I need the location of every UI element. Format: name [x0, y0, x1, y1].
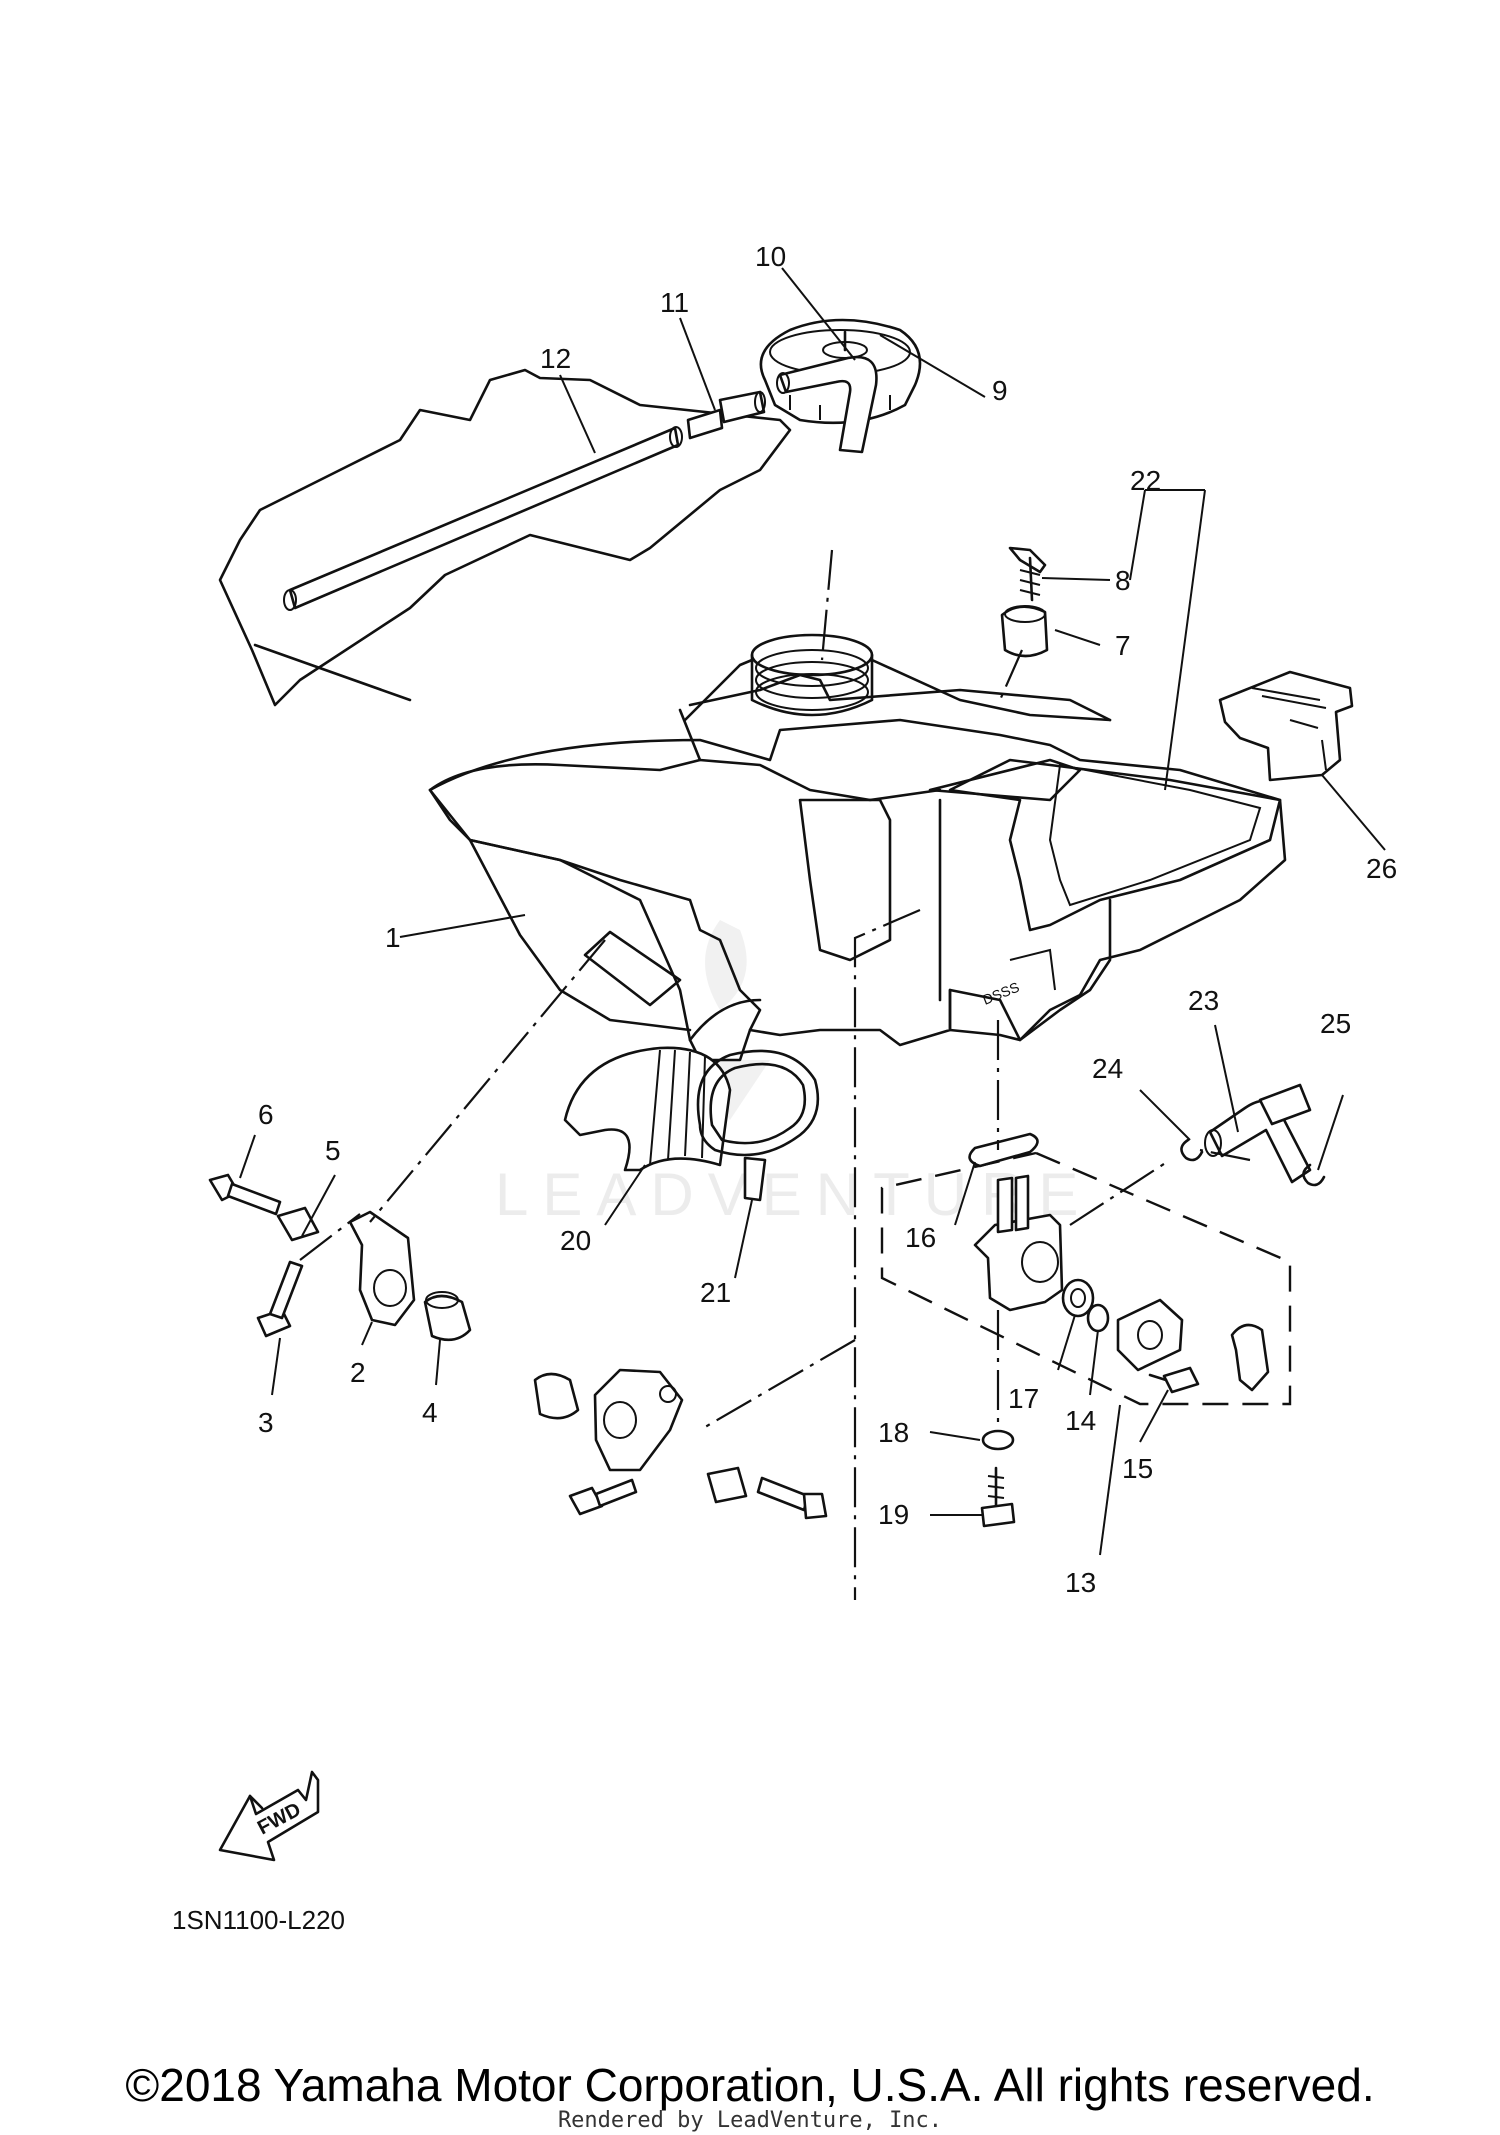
- left-mount-bracket-2: [348, 1210, 416, 1327]
- callout-8: 8: [1115, 565, 1131, 596]
- callout-15: 15: [1122, 1453, 1153, 1484]
- left-collar-5: [276, 1206, 320, 1242]
- o-ring-14: [1086, 1303, 1110, 1333]
- forward-arrow-icon: FWD: [218, 1770, 320, 1862]
- callout-2: 2: [350, 1357, 366, 1388]
- screw-8: [1008, 546, 1047, 602]
- packing-17: [1061, 1278, 1095, 1318]
- callout-18: 18: [878, 1417, 909, 1448]
- diagram-code: 1SN1100-L220: [172, 1905, 345, 1935]
- washer-18: [981, 1429, 1015, 1451]
- watermark-text: LEADVENTURE: [495, 1161, 1092, 1228]
- callout-9: 9: [992, 375, 1008, 406]
- callout-6: 6: [258, 1099, 274, 1130]
- screw-15: [1148, 1366, 1200, 1394]
- callout-23: 23: [1188, 985, 1219, 1016]
- callout-24: 24: [1092, 1053, 1123, 1084]
- callout-13: 13: [1065, 1567, 1096, 1598]
- callout-17: 17: [1008, 1383, 1039, 1414]
- callout-19: 19: [878, 1499, 909, 1530]
- callout-12: 12: [540, 343, 571, 374]
- fuel-cock-body: [973, 1174, 1064, 1312]
- clip-24: [1180, 1138, 1204, 1162]
- callout-25: 25: [1320, 1008, 1351, 1039]
- bolt-19: [980, 1466, 1016, 1528]
- callout-7: 7: [1115, 630, 1131, 661]
- right-mount-bracket-2: [593, 1368, 684, 1472]
- callout-3: 3: [258, 1407, 274, 1438]
- right-collar-5: [706, 1466, 748, 1504]
- fuel-tank: DSSS: [218, 368, 1287, 1062]
- center-lines: [299, 549, 1251, 1600]
- bracket-26: [1218, 670, 1354, 782]
- fuel-hose-23: [1204, 1083, 1312, 1184]
- copyright-notice: ©2018 Yamaha Motor Corporation, U.S.A. A…: [125, 2059, 1375, 2111]
- callout-1: 1: [385, 922, 401, 953]
- lever-knob: [1230, 1323, 1270, 1392]
- callout-10: 10: [755, 241, 786, 272]
- right-bolt-6: [756, 1476, 828, 1520]
- grommet-7: [1000, 605, 1049, 658]
- callout-14: 14: [1065, 1405, 1096, 1436]
- callout-22: 22: [1130, 465, 1161, 496]
- callout-5: 5: [325, 1135, 341, 1166]
- callout-21: 21: [700, 1277, 731, 1308]
- callout-26: 26: [1366, 853, 1397, 884]
- breather-hose-10: [776, 355, 878, 454]
- breather-hose-12: [283, 426, 683, 611]
- filler-neck: [750, 633, 874, 717]
- left-bolt-3: [256, 1260, 304, 1338]
- lever-plate: [1116, 1298, 1184, 1372]
- left-grommet-4: [423, 1291, 472, 1342]
- clip-25: [1302, 1163, 1326, 1187]
- right-grommet-4: [533, 1372, 580, 1420]
- callout-numbers: 1 2 3 4 5 6 7 8 9 10 11 12 13 14 15 16 1…: [258, 241, 1397, 1598]
- band-21: [696, 1049, 820, 1202]
- gasket-16: [968, 1132, 1039, 1168]
- callout-16: 16: [905, 1222, 936, 1253]
- check-valve-11: [686, 390, 766, 440]
- callout-20: 20: [560, 1225, 591, 1256]
- callout-11: 11: [660, 287, 689, 318]
- callout-4: 4: [422, 1397, 438, 1428]
- left-bolt-6: [208, 1173, 282, 1216]
- rendered-by-credit: Rendered by LeadVenture, Inc.: [557, 2108, 943, 2133]
- leader-lines: [239, 267, 1386, 1556]
- fuel-cock-assembly-13: [880, 1132, 1292, 1528]
- right-bolt-3: [568, 1478, 638, 1516]
- damper-20: [563, 1046, 732, 1172]
